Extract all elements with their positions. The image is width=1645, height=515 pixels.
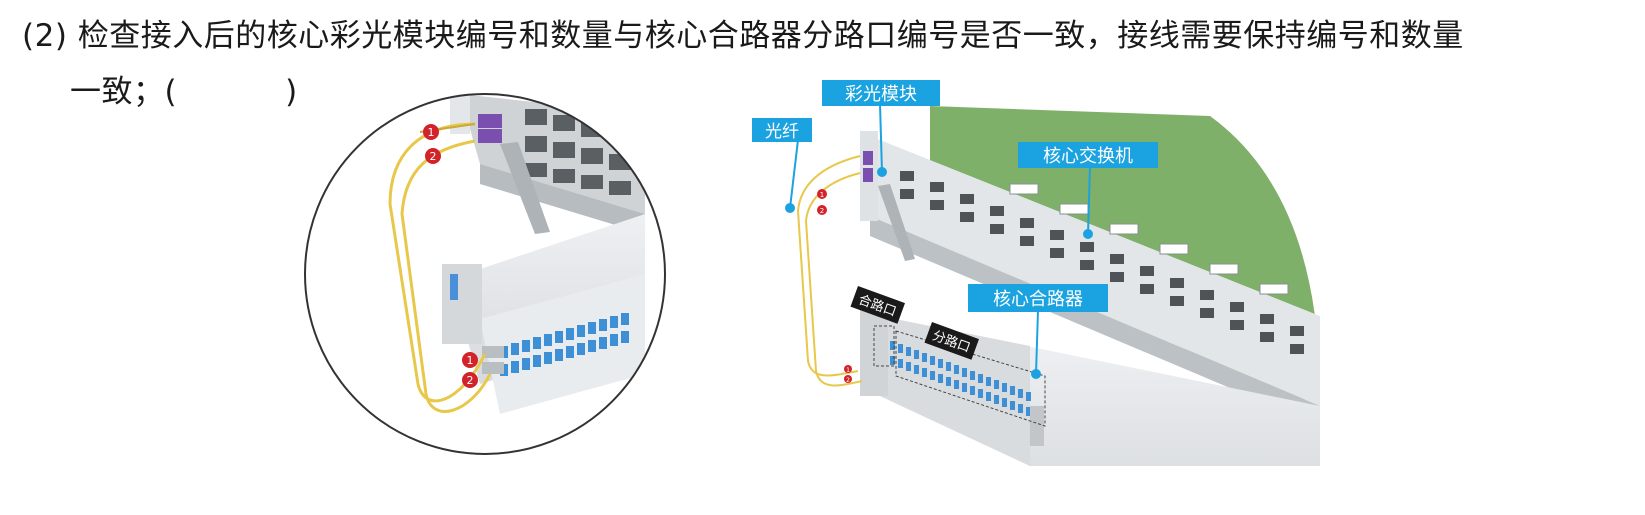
instruction-line-2-prefix: 一致；( <box>70 74 178 110</box>
svg-text:光纤: 光纤 <box>765 122 799 142</box>
instruction-line-2: 一致；() <box>22 64 1632 120</box>
overview-marker-top-1: 1 <box>817 189 827 199</box>
overview-fiber-cables <box>796 155 863 387</box>
overview-module-2 <box>863 168 873 182</box>
overview-marker-bottom-1: 1 <box>844 365 852 374</box>
detail-marker-bottom-2: 2 <box>462 372 478 388</box>
svg-text:1: 1 <box>428 126 435 139</box>
svg-text:1: 1 <box>467 354 474 367</box>
detail-figure: 1 2 1 2 <box>304 93 666 455</box>
overview-module-1 <box>863 151 873 165</box>
callout-fiber: 光纤 <box>752 118 812 142</box>
detail-port-row <box>500 313 629 376</box>
svg-text:2: 2 <box>820 207 824 215</box>
svg-text:2: 2 <box>846 377 850 384</box>
detail-marker-top-1: 1 <box>423 124 439 140</box>
callout-color-module: 彩光模块 <box>822 80 940 106</box>
detail-core-multiplexer <box>442 214 645 414</box>
overview-port-row <box>890 341 1031 416</box>
instruction-line-2-suffix: ) <box>285 74 298 110</box>
overview-figure: 1 2 1 2 光纤 彩光模块 核心交换机 核心合路器 合路口 <box>752 80 1320 466</box>
detail-circle-outline <box>304 93 666 455</box>
svg-text:核心合路器: 核心合路器 <box>993 289 1083 310</box>
detail-marker-top-2: 2 <box>425 148 441 164</box>
svg-text:2: 2 <box>430 150 437 163</box>
svg-text:2: 2 <box>467 374 474 387</box>
overview-core-multiplexer <box>860 306 1320 466</box>
callout-leaders <box>785 103 1093 379</box>
callout-core-switch: 核心交换机 <box>1018 142 1158 168</box>
detail-module-1 <box>478 114 502 128</box>
callout-core-multiplexer: 核心合路器 <box>968 284 1108 312</box>
svg-text:核心交换机: 核心交换机 <box>1043 146 1133 167</box>
detail-module-2 <box>478 129 502 143</box>
svg-text:1: 1 <box>820 191 824 199</box>
overview-core-switch <box>860 131 1320 426</box>
detail-handle <box>500 142 550 234</box>
tag-split-port: 分路口 <box>924 322 979 360</box>
overview-marker-top-2: 2 <box>817 205 827 215</box>
overview-marker-bottom-2: 2 <box>844 375 852 384</box>
svg-text:1: 1 <box>846 367 850 374</box>
detail-marker-bottom-1: 1 <box>462 352 478 368</box>
svg-text:彩光模块: 彩光模块 <box>845 84 917 105</box>
instruction-text: (2) 检查接入后的核心彩光模块编号和数量与核心合路器分路口编号是否一致，接线需… <box>22 8 1632 120</box>
instruction-line-1: (2) 检查接入后的核心彩光模块编号和数量与核心合路器分路口编号是否一致，接线需… <box>22 18 1464 54</box>
